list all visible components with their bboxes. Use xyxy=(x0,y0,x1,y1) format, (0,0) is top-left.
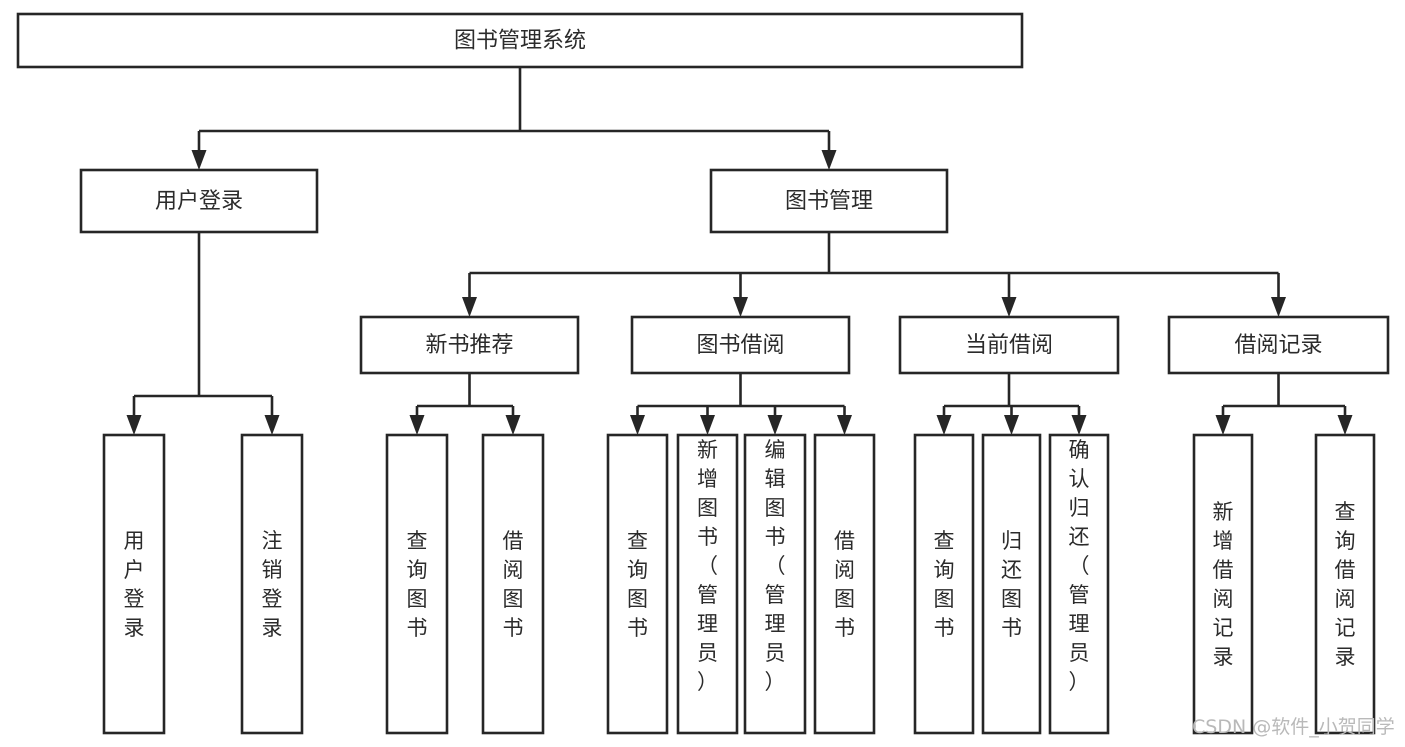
node-current-borrow-box[interactable] xyxy=(898,315,1120,375)
node-leaf-logout[interactable]: 注销登录 xyxy=(240,433,304,735)
node-book-manage-label: 图书管理 xyxy=(785,189,873,214)
node-book-borrow-label: 图书借阅 xyxy=(696,333,784,358)
node-leaf-add-book-box[interactable] xyxy=(676,433,739,735)
node-leaf-borrow-book[interactable]: 借阅图书 xyxy=(813,433,876,735)
arrow-head-icon xyxy=(409,415,425,435)
node-book-manage[interactable]: 图书管理 xyxy=(709,168,949,234)
node-leaf-return-book[interactable]: 归还图书 xyxy=(981,433,1042,735)
node-leaf-logout-box[interactable] xyxy=(240,433,304,735)
node-user-login[interactable]: 用户登录 xyxy=(79,168,319,234)
arrow-head-icon xyxy=(767,415,783,435)
node-leaf-user-login-box[interactable] xyxy=(102,433,166,735)
arrow-head-icon xyxy=(1215,415,1231,435)
node-leaf-confirm-return-label: 确认归还（管理员） xyxy=(1069,438,1090,694)
arrow-head-icon xyxy=(1004,415,1019,435)
node-borrow-record[interactable]: 借阅记录 xyxy=(1167,315,1390,375)
node-leaf-borrow-book-box[interactable] xyxy=(813,433,876,735)
arrow-head-icon xyxy=(1071,415,1087,435)
node-leaf-add-record[interactable]: 新增借阅记录 xyxy=(1192,433,1254,735)
arrow-head-icon xyxy=(837,415,852,435)
arrow-head-icon xyxy=(505,415,521,435)
node-current-borrow-label: 当前借阅 xyxy=(965,333,1053,358)
arrow-head-icon xyxy=(126,415,142,435)
arrow-head-icon xyxy=(191,150,207,170)
node-leaf-query-book-current-label: 查询图书 xyxy=(934,529,955,640)
node-leaf-query-book-current-box[interactable] xyxy=(913,433,975,735)
node-leaf-add-book[interactable]: 新增图书（管理员） xyxy=(676,433,739,735)
node-leaf-confirm-return-box[interactable] xyxy=(1048,433,1110,735)
node-leaf-borrow-book-rec-box[interactable] xyxy=(481,433,545,735)
arrow-head-icon xyxy=(264,415,280,435)
node-book-manage-box[interactable] xyxy=(709,168,949,234)
node-leaf-add-book-label: 新增图书（管理员） xyxy=(697,438,718,694)
node-leaf-add-record-label: 新增借阅记录 xyxy=(1213,500,1234,669)
arrow-head-icon xyxy=(700,415,715,435)
node-leaf-edit-book[interactable]: 编辑图书（管理员） xyxy=(743,433,807,735)
node-root-box[interactable] xyxy=(16,12,1024,69)
node-leaf-confirm-return[interactable]: 确认归还（管理员） xyxy=(1048,433,1110,735)
node-leaf-return-book-box[interactable] xyxy=(981,433,1042,735)
arrow-head-icon xyxy=(821,150,837,170)
node-leaf-query-book-rec-box[interactable] xyxy=(385,433,449,735)
node-leaf-query-book-rec[interactable]: 查询图书 xyxy=(385,433,449,735)
node-leaf-query-book-borrow-label: 查询图书 xyxy=(627,529,648,640)
csdn-watermark: CSDN @软件_小贺同学 xyxy=(1192,716,1395,738)
node-leaf-user-login-label: 用户登录 xyxy=(124,529,145,640)
node-leaf-borrow-book-label: 借阅图书 xyxy=(834,529,855,640)
node-leaf-query-book-rec-label: 查询图书 xyxy=(407,529,428,640)
node-leaf-borrow-book-rec-label: 借阅图书 xyxy=(503,529,524,640)
node-leaf-user-login[interactable]: 用户登录 xyxy=(102,433,166,735)
arrow-head-icon xyxy=(630,415,645,435)
node-new-book-rec-box[interactable] xyxy=(359,315,580,375)
node-root-label: 图书管理系统 xyxy=(454,29,586,54)
node-layer: 图书管理系统用户登录图书管理新书推荐图书借阅当前借阅借阅记录用户登录注销登录查询… xyxy=(16,12,1390,735)
arrow-head-icon xyxy=(1337,415,1353,435)
node-new-book-rec[interactable]: 新书推荐 xyxy=(359,315,580,375)
node-root[interactable]: 图书管理系统 xyxy=(16,12,1024,69)
node-leaf-query-record-label: 查询借阅记录 xyxy=(1335,500,1356,669)
node-leaf-borrow-book-rec[interactable]: 借阅图书 xyxy=(481,433,545,735)
arrow-head-icon xyxy=(733,297,748,317)
connector-layer xyxy=(126,67,1353,435)
node-leaf-query-book-current[interactable]: 查询图书 xyxy=(913,433,975,735)
node-leaf-query-book-borrow-box[interactable] xyxy=(606,433,669,735)
node-leaf-query-record[interactable]: 查询借阅记录 xyxy=(1314,433,1376,735)
arrow-head-icon xyxy=(1271,297,1286,317)
node-book-borrow[interactable]: 图书借阅 xyxy=(630,315,851,375)
node-new-book-rec-label: 新书推荐 xyxy=(425,333,513,358)
node-borrow-record-box[interactable] xyxy=(1167,315,1390,375)
node-leaf-edit-book-box[interactable] xyxy=(743,433,807,735)
node-book-borrow-box[interactable] xyxy=(630,315,851,375)
node-current-borrow[interactable]: 当前借阅 xyxy=(898,315,1120,375)
arrow-head-icon xyxy=(1001,297,1017,317)
node-user-login-box[interactable] xyxy=(79,168,319,234)
node-leaf-edit-book-label: 编辑图书（管理员） xyxy=(765,438,786,694)
node-leaf-query-record-box[interactable] xyxy=(1314,433,1376,735)
node-leaf-return-book-label: 归还图书 xyxy=(1001,529,1022,640)
node-leaf-logout-label: 注销登录 xyxy=(262,529,283,640)
node-leaf-query-book-borrow[interactable]: 查询图书 xyxy=(606,433,669,735)
node-borrow-record-label: 借阅记录 xyxy=(1234,333,1322,358)
arrow-head-icon xyxy=(462,297,477,317)
arrow-head-icon xyxy=(936,415,952,435)
node-leaf-add-record-box[interactable] xyxy=(1192,433,1254,735)
node-user-login-label: 用户登录 xyxy=(155,189,243,214)
